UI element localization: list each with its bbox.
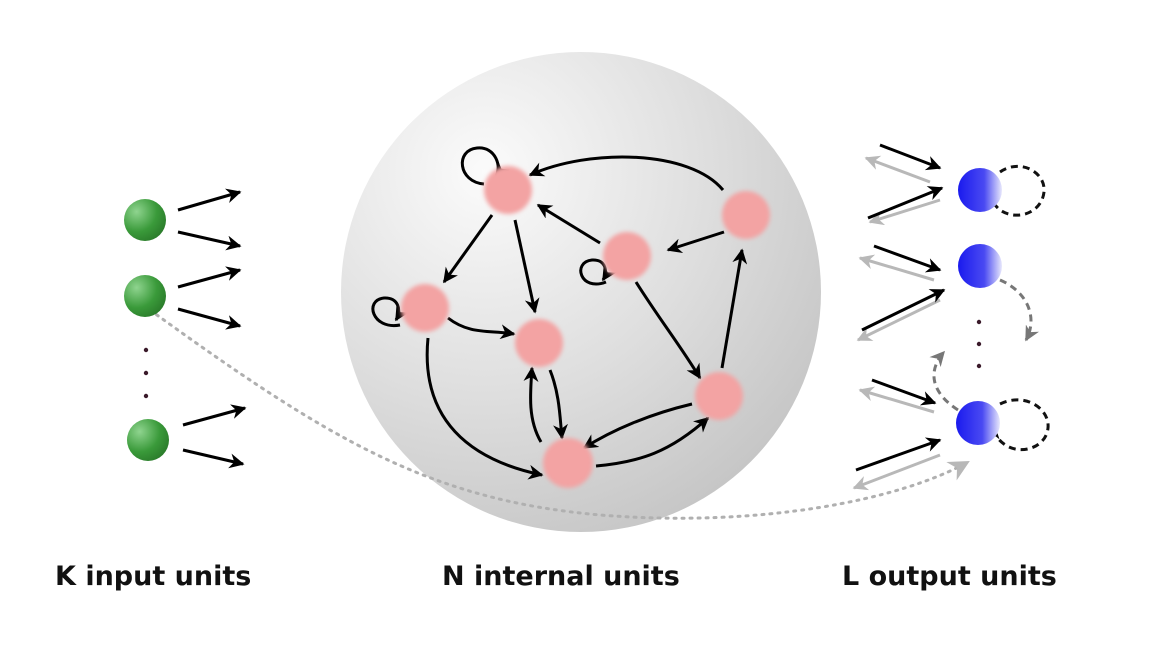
internal-connections bbox=[371, 146, 748, 480]
output-unit bbox=[958, 244, 1002, 288]
output-unit bbox=[958, 168, 1002, 212]
internal-unit bbox=[401, 284, 449, 332]
output-ellipsis bbox=[976, 319, 982, 369]
input-output-dotted-connection bbox=[148, 308, 970, 520]
internal-units-label: N internal units bbox=[442, 561, 680, 592]
input-unit bbox=[124, 275, 166, 317]
input-ellipsis bbox=[143, 347, 149, 399]
internal-unit bbox=[543, 438, 593, 488]
output-units bbox=[956, 168, 1002, 445]
internal-unit bbox=[484, 166, 532, 214]
internal-unit bbox=[722, 191, 770, 239]
internal-unit bbox=[695, 372, 743, 420]
output-feedback-arrows bbox=[852, 155, 941, 491]
internal-units bbox=[401, 166, 770, 488]
input-unit bbox=[124, 199, 166, 241]
output-unit bbox=[956, 401, 1000, 445]
output-units-label: L output units bbox=[842, 561, 1057, 592]
output-incoming-arrows bbox=[855, 143, 946, 472]
internal-unit bbox=[603, 232, 651, 280]
input-arrows bbox=[177, 188, 247, 469]
input-units bbox=[124, 199, 169, 461]
internal-unit bbox=[515, 319, 563, 367]
input-unit bbox=[127, 419, 169, 461]
input-units-label: K input units bbox=[55, 561, 252, 592]
